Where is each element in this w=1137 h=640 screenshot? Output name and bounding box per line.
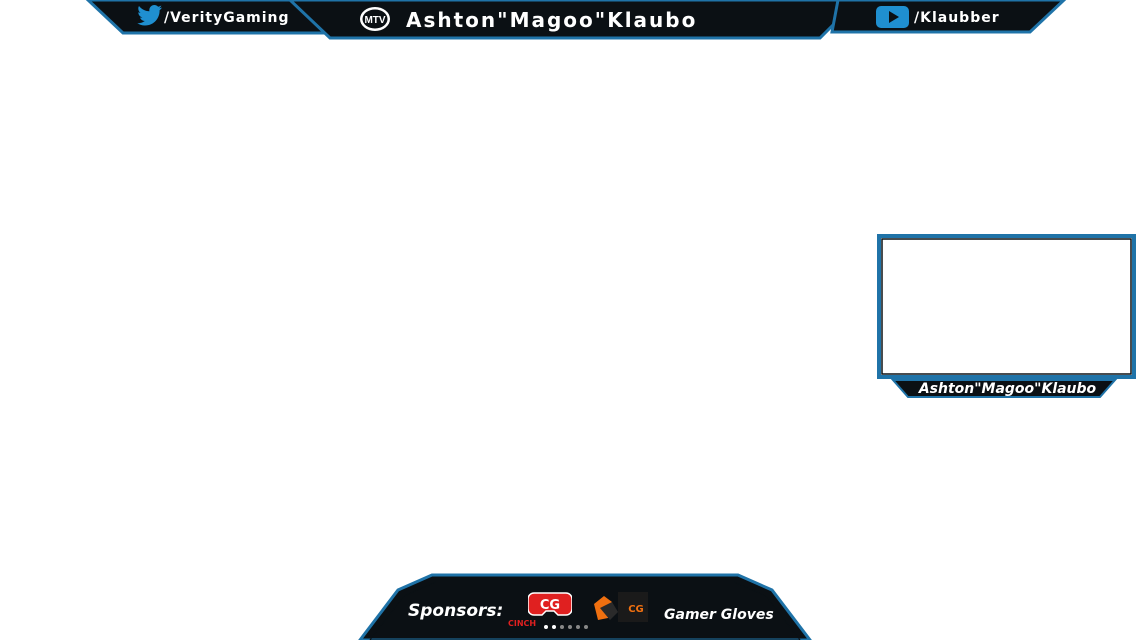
sponsor-panel <box>358 573 812 640</box>
cinch-logo-text: CG <box>540 598 560 613</box>
gamer-gloves-logo: CG <box>594 592 648 622</box>
webcam-name-label: Ashton"Magoo"Klaubo <box>918 381 1097 397</box>
mtv-logo-text: MTV <box>364 15 385 26</box>
sponsor-gamer-gloves: Gamer Gloves <box>664 607 774 623</box>
webcam-name-plate <box>890 379 1118 398</box>
title-panel <box>287 0 861 40</box>
cinch-name: CINCH <box>508 619 537 628</box>
cinch-gaming-logo: CG <box>528 592 572 616</box>
webcam-frame-inner <box>881 238 1132 375</box>
youtube-play-icon <box>876 6 909 28</box>
channel-title: Ashton"Magoo"Klaubo <box>406 8 698 32</box>
youtube-handle: /Klaubber <box>914 10 1000 26</box>
mtv-logo-icon: MTV <box>360 7 390 31</box>
sponsor-panel-inner <box>369 581 801 640</box>
twitter-bird-icon <box>137 5 162 26</box>
sponsors-label: Sponsors: <box>408 601 504 621</box>
twitter-handle: /VerityGaming <box>164 10 290 26</box>
gloves-logo-text: CG <box>628 604 644 615</box>
webcam-frame <box>877 234 1136 379</box>
cinch-dots <box>544 625 588 629</box>
